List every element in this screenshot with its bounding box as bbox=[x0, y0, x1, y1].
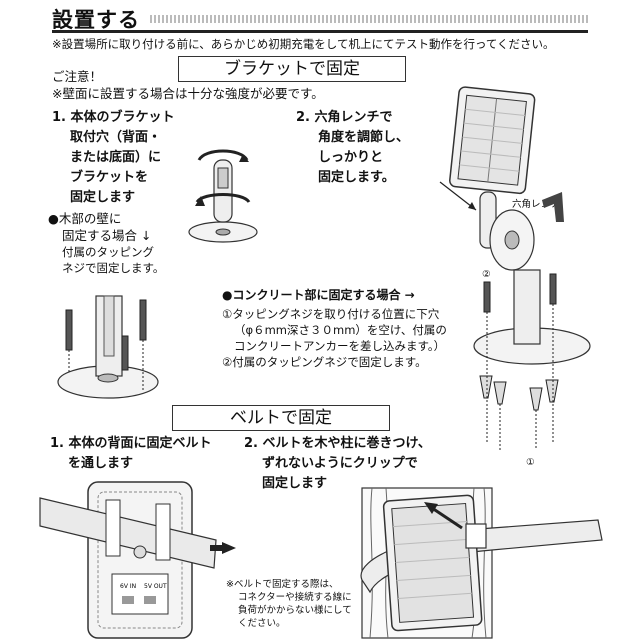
concrete-instructions: ①タッピングネジを取り付ける位置に下穴 （φ６mm深さ３０mm）を空け、付属の … bbox=[222, 306, 447, 370]
belt-step2-line: 固定します bbox=[262, 476, 328, 491]
wood-line: 固定する場合 ↓ bbox=[62, 228, 152, 243]
marker-2: ② bbox=[482, 269, 491, 280]
title-decoration bbox=[150, 15, 588, 23]
belt-note: ※ベルトで固定する際は、 コネクターや接続する線に 負荷がかからない様にして く… bbox=[226, 578, 352, 630]
bracket-step1-line: または底面）に bbox=[70, 150, 162, 165]
concrete-anchor-illustration bbox=[473, 269, 591, 450]
tree-mount-illustration bbox=[360, 487, 603, 639]
bracket-step1-line: 固定します bbox=[70, 190, 136, 205]
concrete-line: コンクリートアンカーを差し込みます。） bbox=[234, 339, 446, 353]
belt-note-line: ※ベルトで固定する際は、 bbox=[226, 579, 339, 590]
bracket-step1-line: 1. 本体のブラケット bbox=[52, 110, 175, 125]
bracket-step2: 2. 六角レンチで 角度を調節し、 しっかりと 固定します。 bbox=[296, 108, 409, 188]
concrete-line: ②付属のタッピングネジで固定します。 bbox=[222, 355, 427, 369]
caution-title: ご注意！ bbox=[52, 69, 103, 84]
bracket-rotation-illustration bbox=[188, 149, 258, 243]
wrench-label: 六角レンチ bbox=[512, 199, 560, 210]
belt-step1-line: を通します bbox=[68, 456, 134, 471]
concrete-line: （φ６mm深さ３０mm）を空け、付属の bbox=[234, 323, 447, 337]
caution-text: ※壁面に設置する場合は十分な強度が必要です。 bbox=[52, 86, 324, 101]
bracket-step2-line: 固定します。 bbox=[318, 170, 395, 185]
bracket-step1: 1. 本体のブラケット 取付穴（背面・ または底面）に ブラケットを 固定します bbox=[52, 108, 175, 208]
bracket-step1-line: 取付穴（背面・ bbox=[70, 130, 162, 145]
belt-note-line: ください。 bbox=[238, 618, 286, 629]
header-note: ※設置場所に取り付ける前に、あらかじめ初期充電をして机上にてテスト動作を行ってく… bbox=[52, 37, 555, 51]
bracket-step1-line: ブラケットを bbox=[70, 170, 149, 185]
wood-line: ネジで固定します。 bbox=[62, 261, 165, 275]
concrete-line: ①タッピングネジを取り付ける位置に下穴 bbox=[222, 307, 440, 321]
wood-screw-illustration bbox=[57, 295, 159, 399]
belt-step2-line: ずれないようにクリップで bbox=[262, 456, 418, 471]
bracket-step2-line: 2. 六角レンチで bbox=[296, 110, 393, 125]
bracket-step2-line: 角度を調節し、 bbox=[318, 130, 410, 145]
belt-note-line: 負荷がかからない様にして bbox=[238, 605, 352, 616]
bracket-step2-line: しっかりと bbox=[318, 150, 384, 165]
solar-panel-bracket-illustration bbox=[439, 86, 564, 271]
label-6v-in: 6V IN bbox=[120, 583, 136, 590]
wood-line: 付属のタッピング bbox=[62, 245, 154, 259]
label-5v-out: 5V OUT bbox=[144, 583, 167, 590]
concrete-title: ●コンクリート部に固定する場合 → bbox=[222, 288, 415, 302]
belt-step2-line: 2. ベルトを木や柱に巻きつけ、 bbox=[244, 436, 431, 451]
wood-line: ●木部の壁に bbox=[48, 211, 122, 226]
section-heading-belt: ベルトで固定 bbox=[172, 405, 390, 431]
wood-wall-note: ●木部の壁に 固定する場合 ↓ 付属のタッピング ネジで固定します。 bbox=[48, 210, 164, 276]
belt-note-line: コネクターや接続する線に bbox=[238, 592, 352, 603]
page-title: 設置する bbox=[52, 8, 140, 32]
belt-step1-line: 1. 本体の背面に固定ベルト bbox=[50, 436, 212, 451]
section-heading-bracket: ブラケットで固定 bbox=[178, 56, 406, 82]
belt-threading-illustration: 6V IN 5V OUT bbox=[39, 481, 236, 639]
title-underline bbox=[52, 30, 588, 33]
marker-1: ① bbox=[526, 457, 535, 468]
belt-step2: 2. ベルトを木や柱に巻きつけ、 ずれないようにクリップで 固定します bbox=[244, 434, 431, 494]
belt-step1: 1. 本体の背面に固定ベルト を通します bbox=[50, 434, 212, 474]
